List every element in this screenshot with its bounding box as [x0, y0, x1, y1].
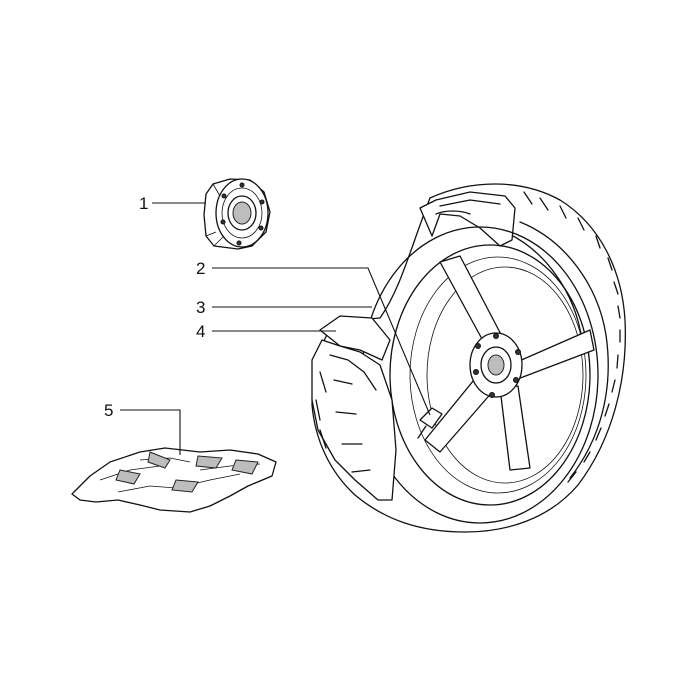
leader-lines [120, 202, 431, 455]
callout-4: 4 [196, 322, 206, 341]
callout-5: 5 [104, 401, 114, 420]
callout-1: 1 [139, 194, 149, 213]
callout-2: 2 [196, 259, 206, 278]
cloth-rag-part [71, 447, 277, 513]
hub-flange-part [203, 178, 271, 250]
callout-3: 3 [196, 298, 206, 317]
rear-wheel-assembly [311, 183, 627, 533]
